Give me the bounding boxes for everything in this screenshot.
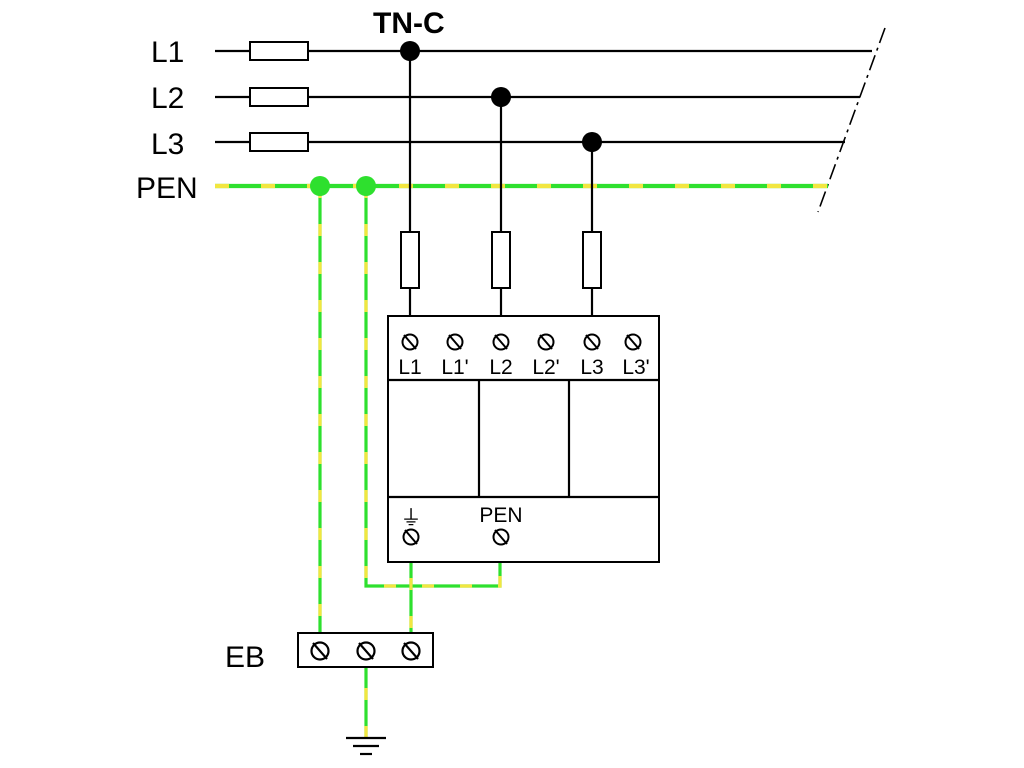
spd-top-terminals bbox=[401, 333, 642, 351]
supply-fuses bbox=[249, 41, 309, 152]
earth-terminal-symbol: ⏚ bbox=[401, 507, 422, 530]
terminal-label-pen: PEN bbox=[479, 504, 522, 527]
earth-bar-terminal-2 bbox=[356, 641, 376, 661]
terminal-label-l2-prime: L2' bbox=[532, 356, 559, 379]
earth-bar-label: EB bbox=[225, 641, 265, 674]
branch-fuse-l3 bbox=[582, 231, 602, 289]
earth-bar-terminal-3 bbox=[401, 641, 421, 661]
terminal-label-l3-prime: L3' bbox=[622, 356, 649, 379]
ground-icon bbox=[346, 736, 386, 756]
terminal-screw-pen bbox=[492, 528, 510, 546]
terminal-screw-l2-prime bbox=[537, 333, 555, 351]
line-label-l2: L2 bbox=[151, 82, 184, 115]
terminal-screw-l3-prime bbox=[624, 333, 642, 351]
junction-dot-l1 bbox=[400, 41, 420, 61]
terminal-screw-l1 bbox=[401, 333, 419, 351]
branch-fuse-l2 bbox=[491, 231, 511, 289]
pen-junction-dot-2 bbox=[356, 176, 376, 196]
fuse-l3 bbox=[249, 132, 309, 152]
junction-dot-l2 bbox=[491, 87, 511, 107]
terminal-label-l2: L2 bbox=[489, 356, 512, 379]
terminal-screw-l2 bbox=[492, 333, 510, 351]
terminal-screw-earth bbox=[402, 528, 420, 546]
line-label-pen: PEN bbox=[136, 172, 198, 205]
terminal-label-l1-prime: L1' bbox=[441, 356, 468, 379]
branch-fuse-l1 bbox=[400, 231, 420, 289]
junction-dot-l3 bbox=[582, 132, 602, 152]
line-label-l3: L3 bbox=[151, 128, 184, 161]
terminal-label-l3: L3 bbox=[580, 356, 603, 379]
phase-conductors bbox=[215, 49, 872, 144]
terminal-screw-l1-prime bbox=[446, 333, 464, 351]
line-label-l1: L1 bbox=[151, 36, 184, 69]
diagram-title: TN-C bbox=[373, 7, 445, 40]
earth-bar-terminal-1 bbox=[310, 641, 330, 661]
spd-housing bbox=[387, 315, 660, 563]
terminal-label-l1: L1 bbox=[398, 356, 421, 379]
fuse-l1 bbox=[249, 41, 309, 61]
surge-protective-device: L1 L1' L2 L2' L3 L3' ⏚ PEN bbox=[387, 315, 660, 563]
earth-bar bbox=[297, 632, 434, 668]
terminal-screw-l3 bbox=[583, 333, 601, 351]
pen-junction-dot-1 bbox=[310, 176, 330, 196]
fuse-l2 bbox=[249, 87, 309, 107]
line-break-mark bbox=[817, 27, 886, 213]
spd-branches bbox=[400, 51, 602, 335]
